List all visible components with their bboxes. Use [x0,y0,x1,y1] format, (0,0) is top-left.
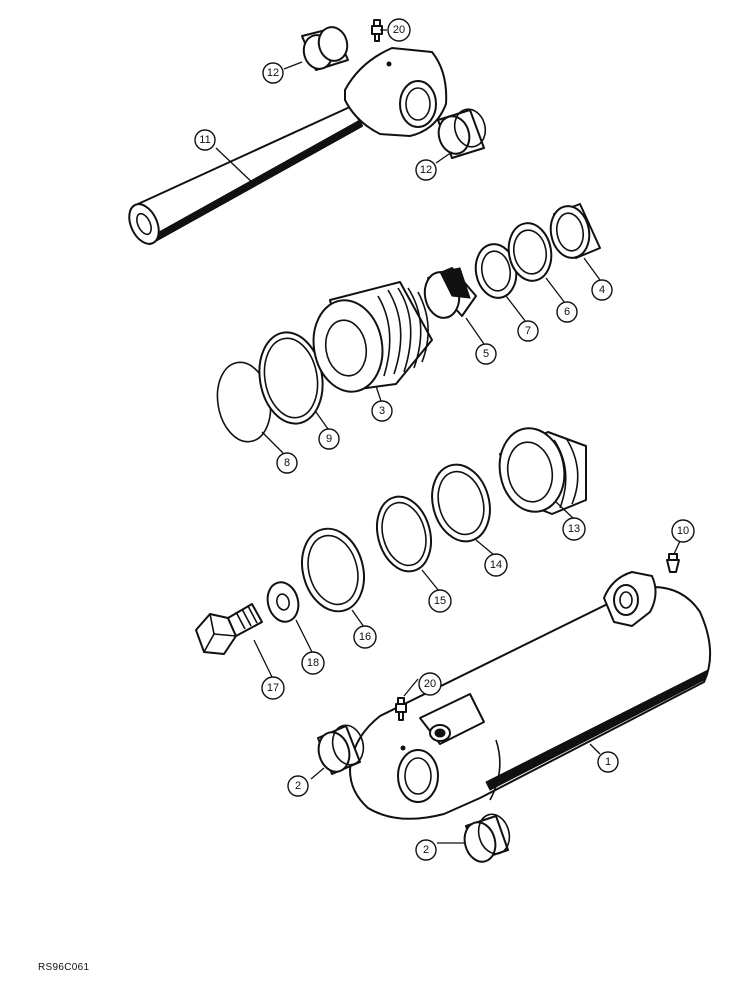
seal-ring-15 [376,495,432,573]
callout-14: 14 [484,553,508,577]
svg-text:15: 15 [434,595,446,607]
callout-7: 7 [517,320,539,342]
callout-9: 9 [318,428,340,450]
piston-13 [498,427,587,515]
callout-20-upper: 20 [387,18,411,42]
drawing-code: RS96C061 [38,962,90,973]
callout-15: 15 [428,589,452,613]
svg-text:3: 3 [379,405,385,417]
svg-text:14: 14 [490,559,502,571]
wear-ring-16 [301,527,365,613]
svg-text:20: 20 [393,24,405,36]
callout-5: 5 [475,343,497,365]
callout-12-lower: 12 [415,159,437,181]
svg-text:20: 20 [424,678,436,690]
callout-11: 11 [194,129,216,151]
callout-4: 4 [591,279,613,301]
callout-3: 3 [371,400,393,422]
seal-ring-14 [431,463,491,543]
svg-text:5: 5 [483,348,489,360]
svg-text:8: 8 [284,457,290,469]
bushing-rod-upper [301,26,349,71]
bushing-barrel-lower [463,813,511,863]
svg-text:2: 2 [295,780,301,792]
bushing-rod-lower [437,108,487,159]
callout-2-upper: 2 [287,775,309,797]
svg-text:12: 12 [267,67,279,79]
callout-17: 17 [261,676,285,700]
svg-text:6: 6 [564,306,570,318]
svg-text:4: 4 [599,284,605,296]
cylinder-barrel [349,571,712,820]
callout-13: 13 [562,517,586,541]
bolt-17 [195,603,263,655]
grease-fitting-lower [395,697,407,721]
svg-text:13: 13 [568,523,580,535]
callout-2-lower: 2 [415,839,437,861]
callout-1: 1 [597,751,619,773]
svg-text:16: 16 [359,631,371,643]
svg-text:10: 10 [677,525,689,537]
svg-text:7: 7 [525,325,531,337]
callout-10: 10 [671,519,695,543]
wear-ring-4 [549,203,601,259]
callout-20-lower: 20 [418,672,442,696]
callout-16: 16 [353,625,377,649]
svg-text:12: 12 [420,164,432,176]
callout-12-upper: 12 [262,62,284,84]
callout-18: 18 [301,651,325,675]
svg-text:9: 9 [326,433,332,445]
gland-3 [312,281,433,393]
washer-18 [266,581,300,623]
piston-rod [128,47,448,245]
wiper-seal-5 [423,267,477,319]
bushing-barrel-upper [317,724,365,775]
svg-text:17: 17 [267,682,279,694]
callout-8: 8 [276,452,298,474]
plug-10 [666,553,680,573]
callout-6: 6 [556,301,578,323]
svg-text:11: 11 [199,134,210,146]
svg-text:18: 18 [307,657,319,669]
leader-lines [215,29,681,844]
backup-ring-6 [507,222,553,282]
svg-text:2: 2 [423,844,429,856]
svg-text:1: 1 [605,756,611,768]
